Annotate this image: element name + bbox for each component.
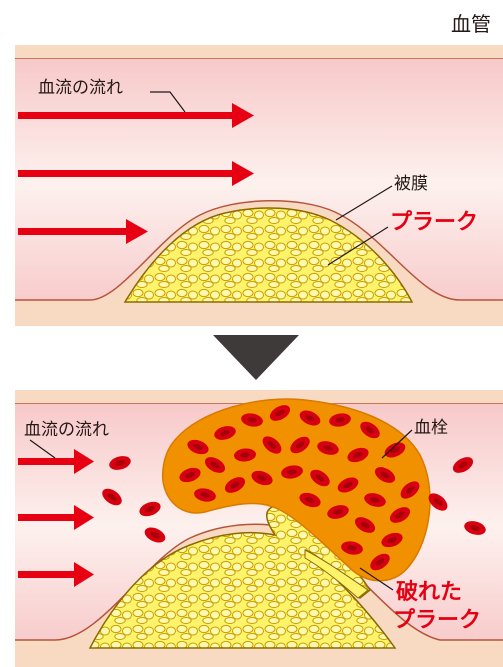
flow-label-bottom: 血流の流れ: [24, 422, 109, 439]
capsule-label: 被膜: [394, 176, 428, 193]
corner-label-vessel: 血管: [451, 14, 491, 34]
plaque-label: プラーク: [390, 212, 478, 234]
flow-label-top: 血流の流れ: [38, 80, 123, 97]
clot-label: 血栓: [414, 420, 448, 437]
down-arrow: [213, 335, 299, 380]
ruptured-label-line1: 破れた: [396, 582, 462, 604]
ruptured-label-line2: プラーク: [393, 610, 481, 632]
